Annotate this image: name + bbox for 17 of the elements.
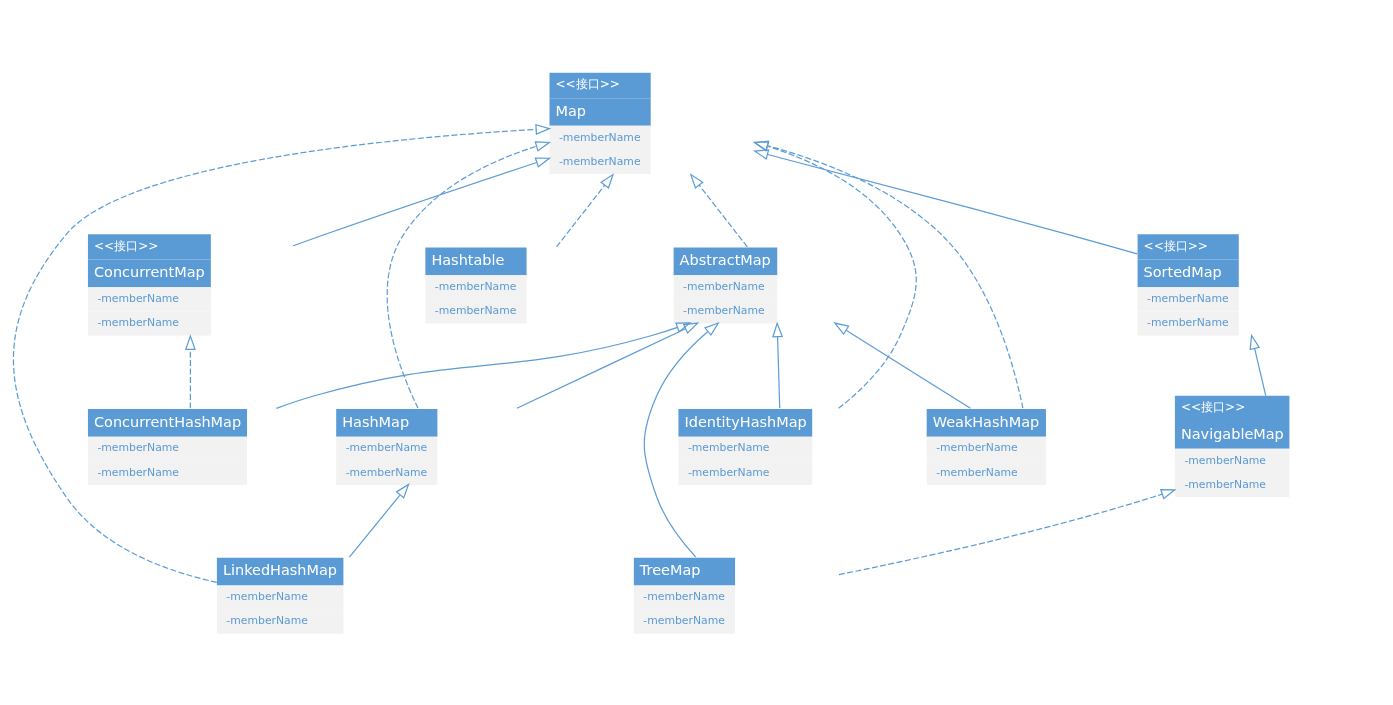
arrow xyxy=(1249,333,1267,396)
arrow xyxy=(752,140,917,409)
arrow xyxy=(752,148,1138,254)
arrow xyxy=(386,140,552,409)
arrow xyxy=(275,321,692,409)
arrow xyxy=(292,156,552,246)
arrow xyxy=(838,488,1177,575)
arrow xyxy=(555,172,615,247)
arrow xyxy=(12,123,552,583)
arrow xyxy=(752,140,1024,409)
arrow xyxy=(516,321,700,409)
arrow xyxy=(348,482,410,558)
arrow xyxy=(772,321,784,409)
arrow xyxy=(184,333,196,409)
arrow xyxy=(689,172,748,247)
arrow xyxy=(643,321,720,557)
arrow xyxy=(833,321,972,409)
